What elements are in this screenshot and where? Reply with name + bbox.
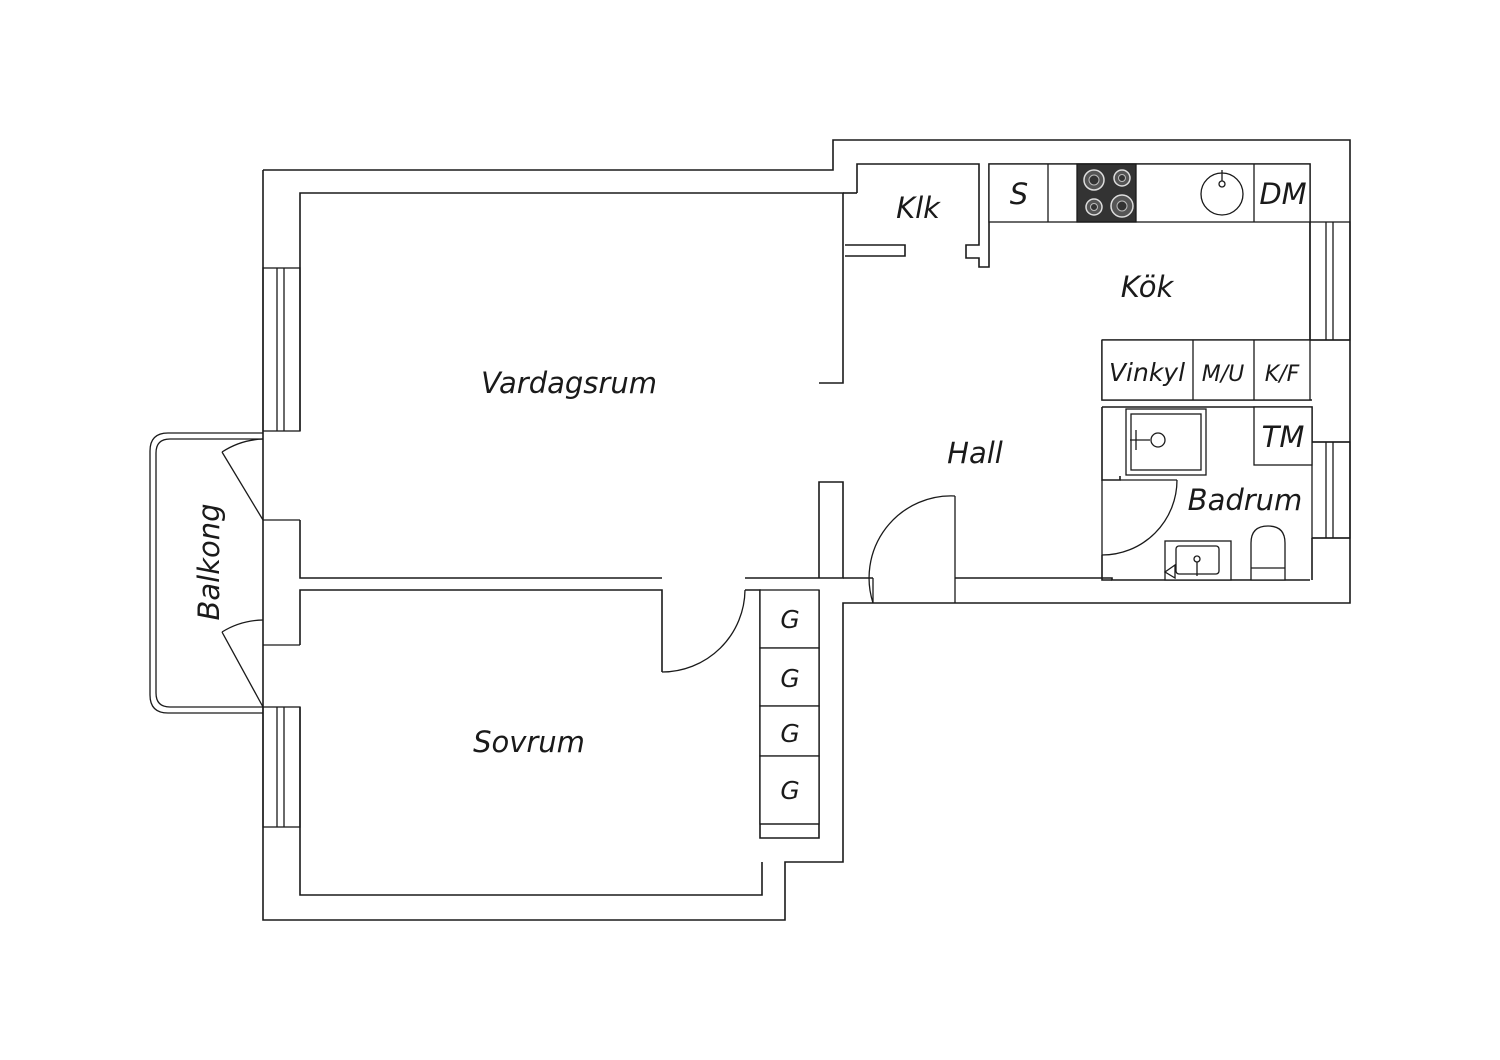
- kitchen-counter: [988, 163, 1311, 223]
- toilet-icon: [1250, 525, 1286, 581]
- door-swing-icon: [661, 589, 746, 673]
- washbasin-icon: [1163, 540, 1232, 581]
- corner-fridge-label: Vinkyl: [1109, 358, 1185, 387]
- balcony-label: Balkong: [192, 503, 226, 620]
- door-swing-icon: [1101, 479, 1178, 556]
- outer-wall: [262, 139, 1351, 921]
- sink-icon: [1200, 170, 1244, 216]
- kitchen-cabinets: [1101, 339, 1311, 401]
- balcony-outline: [149, 432, 263, 714]
- door-swing-icon: [221, 438, 300, 521]
- fridge-freezer-label: K/F: [1265, 362, 1300, 387]
- wardrobe-label: G: [780, 605, 799, 634]
- window-icon: [1311, 441, 1351, 539]
- hall-label: Hall: [947, 436, 1003, 470]
- inner-walls: [299, 163, 1350, 896]
- stove-side-label: S: [1010, 177, 1028, 211]
- window-icon: [262, 706, 301, 828]
- bedroom-label: Sovrum: [473, 725, 585, 759]
- door-swing-icon: [221, 619, 300, 708]
- wardrobe-label: G: [780, 776, 799, 805]
- window-icon: [1309, 221, 1351, 341]
- wardrobe-boxes: [759, 589, 820, 825]
- bathroom-label: Badrum: [1188, 483, 1303, 517]
- washing-machine-label: TM: [1262, 420, 1305, 454]
- closet-label: Klk: [896, 191, 941, 225]
- wardrobe-label: G: [780, 664, 799, 693]
- window-icon: [262, 267, 301, 432]
- washing-machine-box: [1253, 406, 1313, 466]
- shower-icon: [1125, 408, 1207, 476]
- dishwasher-label: DM: [1259, 177, 1306, 211]
- wardrobe-label: G: [780, 719, 799, 748]
- microwave-oven-label: M/U: [1202, 362, 1245, 387]
- kitchen-label: Kök: [1121, 270, 1175, 304]
- stove-icon: [1076, 163, 1137, 223]
- door-swing-icon: [868, 495, 956, 604]
- living-room-label: Vardagsrum: [481, 366, 657, 400]
